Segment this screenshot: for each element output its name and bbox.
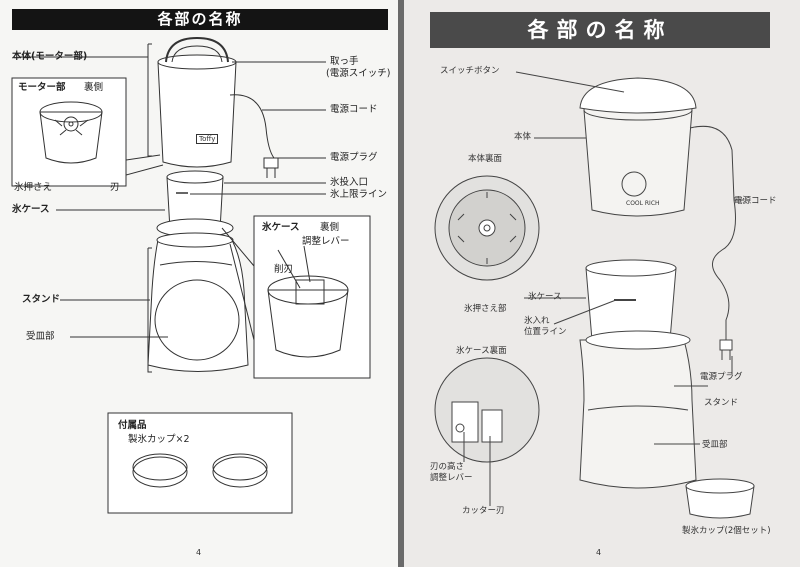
- cups-label: 製氷カップ×2: [128, 434, 190, 445]
- left-page-number: 4: [196, 548, 202, 557]
- right-cups-label: 製氷カップ(2個セット): [682, 526, 771, 536]
- cord-label: 電源コード: [330, 104, 378, 115]
- fill-line-label-2: 位置ライン: [524, 327, 567, 337]
- right-cord-label: 電源コード: [734, 196, 777, 206]
- right-ice-case-label: 氷ケース: [528, 292, 562, 302]
- right-page-number: 4: [596, 548, 602, 557]
- right-page: 各部の名称: [404, 0, 800, 567]
- blade-height-label-1: 刃の高さ: [430, 462, 465, 472]
- power-switch-label: (電源スイッチ): [326, 68, 391, 79]
- plug-label: 電源プラグ: [330, 152, 378, 163]
- motor-back-label: 裏側: [84, 82, 104, 93]
- right-plug-label: 電源プラグ: [700, 372, 743, 382]
- ice-inlet-label: 氷投入口: [330, 177, 369, 188]
- body-label: 本体: [514, 132, 532, 142]
- left-illustration: [11, 36, 371, 514]
- cutter-label: 削刃: [274, 264, 294, 275]
- right-illustration: [434, 71, 755, 519]
- ice-case-label: 氷ケース: [12, 204, 50, 215]
- body-motor-label: 本体(モーター部): [12, 51, 88, 62]
- tray-label: 受皿部: [26, 331, 55, 342]
- lever-label: 調整レバー: [302, 236, 350, 247]
- right-brand-logo: COOL RICH: [626, 200, 660, 207]
- body-back-label: 本体裏面: [468, 154, 503, 164]
- left-page-title: 各部の名称: [12, 9, 388, 30]
- ice-presser-label: 氷押さえ: [14, 182, 53, 193]
- handle-label: 取っ手: [330, 56, 359, 67]
- fill-line-label-1: 氷入れ: [524, 316, 550, 326]
- accessories-label: 付属品: [118, 420, 147, 431]
- ice-presser-part-label: 氷押さえ部: [464, 304, 507, 314]
- ice-case-back-sub: 裏側: [320, 222, 340, 233]
- book-gutter: [398, 0, 404, 567]
- switch-button-label: スイッチボタン: [440, 66, 500, 76]
- ice-case-back-title: 氷ケース: [262, 222, 300, 233]
- ice-limit-label: 氷上限ライン: [330, 189, 388, 200]
- right-tray-label: 受皿部: [702, 440, 728, 450]
- left-brand-logo: Toffy: [196, 134, 219, 144]
- motor-unit-label: モーター部: [18, 82, 66, 93]
- right-stand-label: スタンド: [704, 398, 739, 408]
- stand-label: スタンド: [22, 294, 61, 305]
- cutter-blade-label: カッター刃: [462, 506, 505, 516]
- case-back-label: 氷ケース裏面: [456, 346, 507, 356]
- blade-label: 刃: [110, 182, 120, 193]
- left-page: 各部の名称: [0, 0, 398, 567]
- blade-height-label-2: 調整レバー: [430, 473, 473, 483]
- right-page-title: 各部の名称: [430, 12, 770, 48]
